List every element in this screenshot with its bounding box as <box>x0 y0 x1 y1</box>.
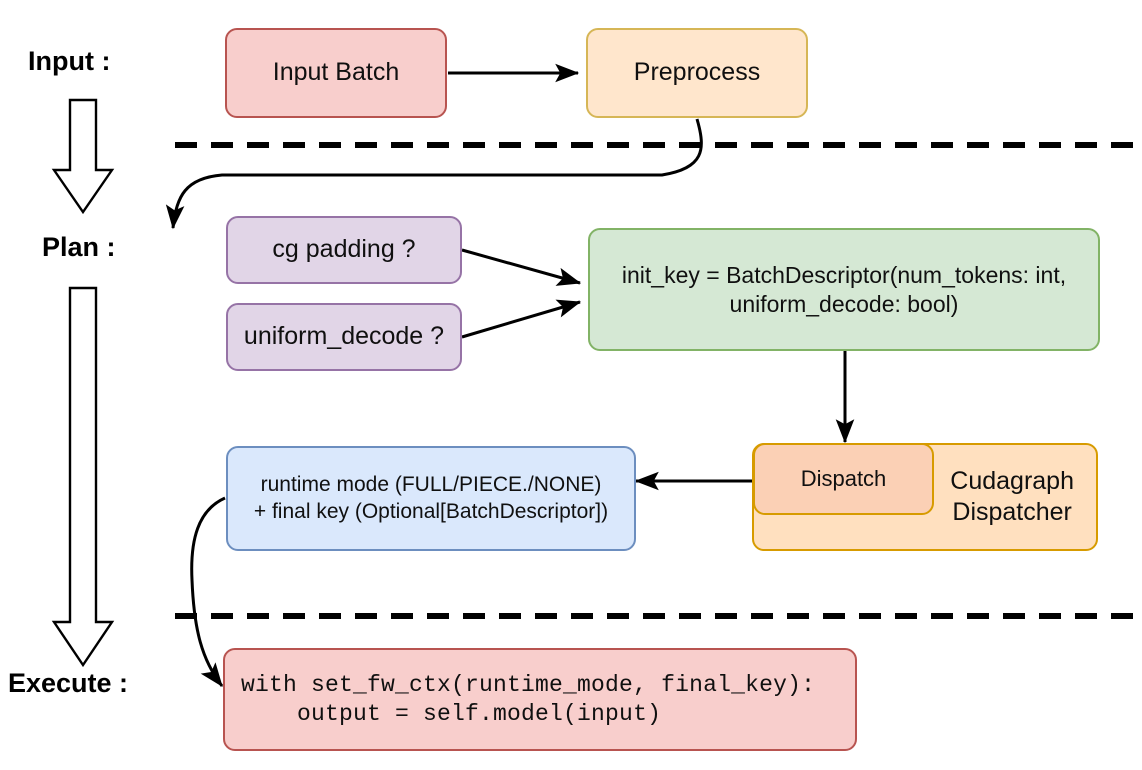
edge-runtime-mode-to-execute-code <box>190 496 226 687</box>
node-cg-padding[interactable]: cg padding ? <box>226 216 462 284</box>
stage-arrow-plan-to-execute <box>51 286 115 668</box>
edge-cg-padding-to-init-key <box>461 248 582 286</box>
stage-label-execute: Execute : <box>8 668 129 698</box>
node-dispatch[interactable]: Dispatch <box>753 443 934 515</box>
edge-uniform-decode-to-init-key <box>461 299 582 339</box>
edge-preprocess-to-cg-padding <box>165 118 703 230</box>
stage-arrow-input-to-plan <box>51 98 115 215</box>
node-execute-code[interactable]: with set_fw_ctx(runtime_mode, final_key)… <box>223 648 857 751</box>
node-input-batch[interactable]: Input Batch <box>225 28 447 118</box>
node-preprocess[interactable]: Preprocess <box>586 28 808 118</box>
node-uniform-decode[interactable]: uniform_decode ? <box>226 303 462 371</box>
node-init-key[interactable]: init_key = BatchDescriptor(num_tokens: i… <box>588 228 1100 351</box>
stage-label-plan: Plan : <box>42 232 116 262</box>
stage-label-input: Input : <box>28 46 111 76</box>
node-runtime-mode[interactable]: runtime mode (FULL/PIECE./NONE) + final … <box>226 446 636 551</box>
